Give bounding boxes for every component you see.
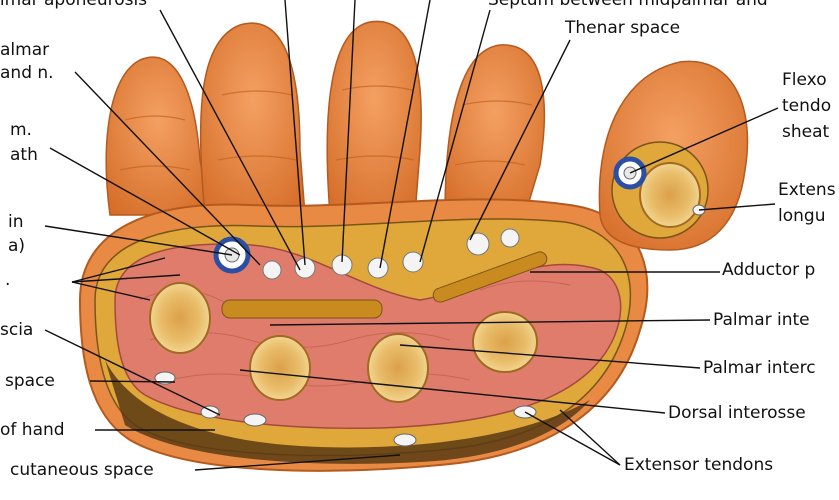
thumb-section — [598, 60, 749, 251]
label-flexor-1: Flexo — [782, 70, 827, 90]
label-flexor-2: tendo — [782, 96, 832, 116]
label-septum: Septum between midpalmar and — [488, 0, 768, 10]
label-palmar-a-n-1: almar — [0, 40, 50, 60]
finger-middle — [199, 22, 306, 216]
label-thenar-space: Thenar space — [565, 18, 681, 38]
label-m-sheath-1: m. — [10, 120, 32, 140]
label-adductor: Adductor p — [722, 260, 816, 280]
leader-lines — [44, 0, 779, 471]
label-vein-1: in — [8, 212, 24, 232]
finger-little — [444, 44, 546, 216]
label-extensor-longus-2: longu — [778, 206, 826, 226]
metacarpal-4 — [472, 311, 538, 373]
label-fascia: scia — [0, 320, 34, 340]
label-dorsum-of-hand: of hand — [0, 420, 65, 440]
metacarpals — [149, 282, 538, 403]
label-palmar-interosseous-2: Palmar interc — [703, 358, 816, 378]
label-palmar-a-n-2: and n. — [0, 63, 54, 83]
label-palmar-interosseous-1: Palmar inte — [713, 310, 810, 330]
fingers — [105, 20, 546, 216]
metacarpal-1 — [149, 282, 211, 354]
metacarpal-2 — [249, 335, 311, 401]
metacarpal-3 — [367, 333, 429, 403]
label-palmar-aponeurosis: Palmar aponeurosis — [0, 0, 148, 10]
finger-index — [105, 56, 211, 216]
label-extensor-longus-1: Extens — [778, 180, 836, 200]
label-extensor-tendons: Extensor tendons — [624, 455, 774, 475]
label-space-left: space — [5, 371, 55, 391]
finger-ring — [326, 20, 422, 216]
label-flexor-3: sheat — [782, 122, 830, 142]
muscle-mass — [114, 243, 622, 429]
dorsal-fascia — [105, 360, 590, 464]
label-vein-2: a) — [8, 236, 26, 256]
label-m-sheath-2: ath — [10, 145, 38, 165]
label-lumbrical: . — [5, 270, 11, 290]
label-subcutaneous-space: cutaneous space — [10, 460, 154, 480]
label-dorsal-interosseous: Dorsal interosse — [668, 403, 806, 423]
